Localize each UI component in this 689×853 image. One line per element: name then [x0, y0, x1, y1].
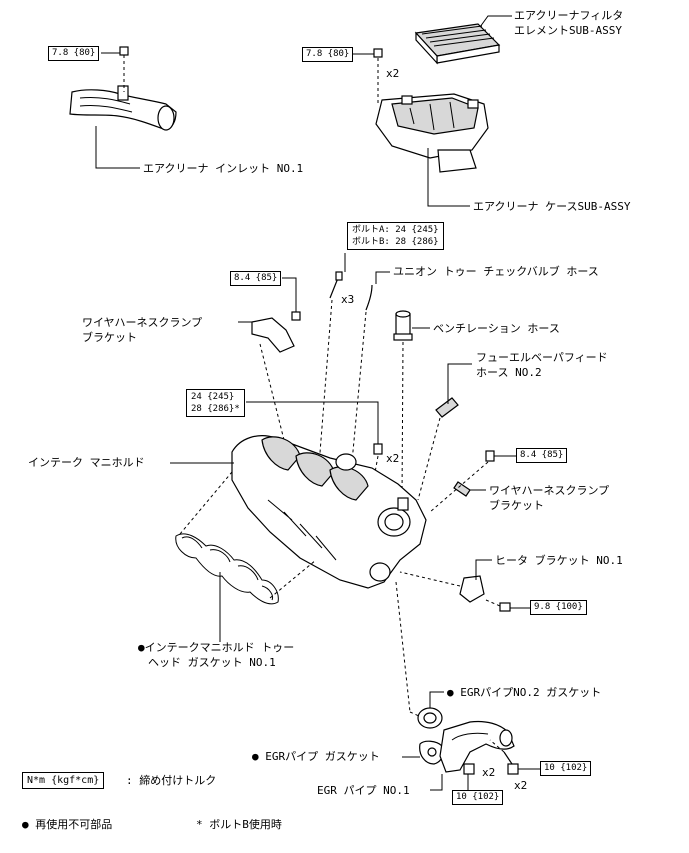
air-cleaner-inlet — [69, 85, 177, 131]
label-fuel-vapor-hose-1: フューエルベーパフィード — [476, 351, 608, 364]
heater-bracket — [459, 575, 511, 612]
legend-non-reusable: ● 再使用不可部品 — [22, 818, 113, 831]
torque-egr-nut: 10 {102} — [452, 790, 504, 805]
label-clamp-right-2: ブラケット — [489, 499, 544, 512]
qty-manifold-nuts: x2 — [386, 452, 400, 465]
torque-manifold-b: 28 {286}* — [191, 404, 240, 414]
torque-bolt-b: ボルトB: 28 {286} — [352, 237, 439, 247]
qty-case-bolts: x2 — [386, 67, 400, 80]
manifold-head-gasket — [175, 533, 279, 605]
label-filter-element-2: エレメントSUB-ASSY — [514, 24, 622, 37]
egr-gasket — [419, 740, 445, 765]
bolt-inlet — [119, 46, 129, 56]
torque-heater-bracket: 9.8 {100} — [530, 600, 587, 615]
label-air-cleaner-inlet: エアクリーナ インレット NO.1 — [143, 162, 304, 175]
label-clamp-right-1: ワイヤハーネスクランプ — [489, 484, 610, 497]
intake-manifold — [231, 435, 427, 589]
label-egr-pipe-no1: EGR パイプ NO.1 — [317, 784, 410, 797]
air-filter-element — [414, 23, 501, 65]
label-ventilation-hose: ベンチレーション ホース — [433, 322, 560, 335]
wire-harness-clamp-right — [453, 450, 495, 497]
label-head-gasket-1: ●インテークマニホルド トゥー — [138, 641, 295, 654]
label-egr-pipe-2-gasket: ● EGRパイプNO.2 ガスケット — [447, 686, 602, 699]
egr-bolt — [503, 751, 519, 775]
label-clamp-upper-2: ブラケット — [82, 331, 137, 344]
qty-ab-bolts: x3 — [341, 293, 355, 306]
label-filter-element-1: エアクリーナフィルタ — [514, 9, 624, 22]
manifold-nut — [373, 443, 383, 455]
label-egr-gasket: ● EGRパイプ ガスケット — [252, 750, 380, 763]
legend-bolt-b-note: * ボルトB使用時 — [196, 818, 282, 831]
label-fuel-vapor-hose-2: ホース NO.2 — [476, 366, 542, 379]
torque-clamp-right: 8.4 {85} — [516, 448, 568, 463]
torque-manifold: 24 {245} 28 {286}* — [186, 389, 245, 417]
torque-manifold-a: 24 {245} — [191, 392, 235, 402]
egr-pipe-2-gasket — [417, 707, 443, 729]
label-intake-manifold: インテーク マニホルド — [28, 456, 145, 469]
label-air-cleaner-case: エアクリーナ ケースSUB-ASSY — [473, 200, 631, 213]
torque-inlet-bolt: 7.8 {80} — [48, 46, 100, 61]
torque-bolt-ab: ボルトA: 24 {245} ボルトB: 28 {286} — [347, 222, 444, 250]
legend-unit-text: : 締め付けトルク — [126, 774, 217, 787]
fuel-vapor-hose — [435, 397, 459, 418]
egr-pipe-no1 — [439, 720, 515, 773]
egr-nut — [463, 763, 475, 775]
torque-case-bolt: 7.8 {80} — [302, 47, 354, 62]
wire-harness-clamp-upper — [251, 311, 301, 353]
ventilation-hose — [393, 310, 413, 341]
qty-egr-bolts: x2 — [514, 779, 528, 792]
label-heater-bracket: ヒータ ブラケット NO.1 — [495, 554, 623, 567]
air-cleaner-case — [375, 93, 489, 173]
label-clamp-upper-1: ワイヤハーネスクランプ — [82, 316, 203, 329]
qty-egr-nuts: x2 — [482, 766, 496, 779]
label-head-gasket-2: ヘッド ガスケット NO.1 — [148, 656, 276, 669]
legend-unit-box: N*m {kgf*cm} — [22, 772, 105, 789]
label-union-hose: ユニオン トゥー チェックバルブ ホース — [393, 265, 599, 278]
union-hose — [365, 284, 373, 311]
torque-bolt-a: ボルトA: 24 {245} — [352, 225, 439, 235]
bolts-a-b — [329, 271, 343, 299]
torque-clamp-upper: 8.4 {85} — [230, 271, 282, 286]
torque-egr-bolt: 10 {102} — [540, 761, 592, 776]
bolt-case — [373, 48, 383, 58]
